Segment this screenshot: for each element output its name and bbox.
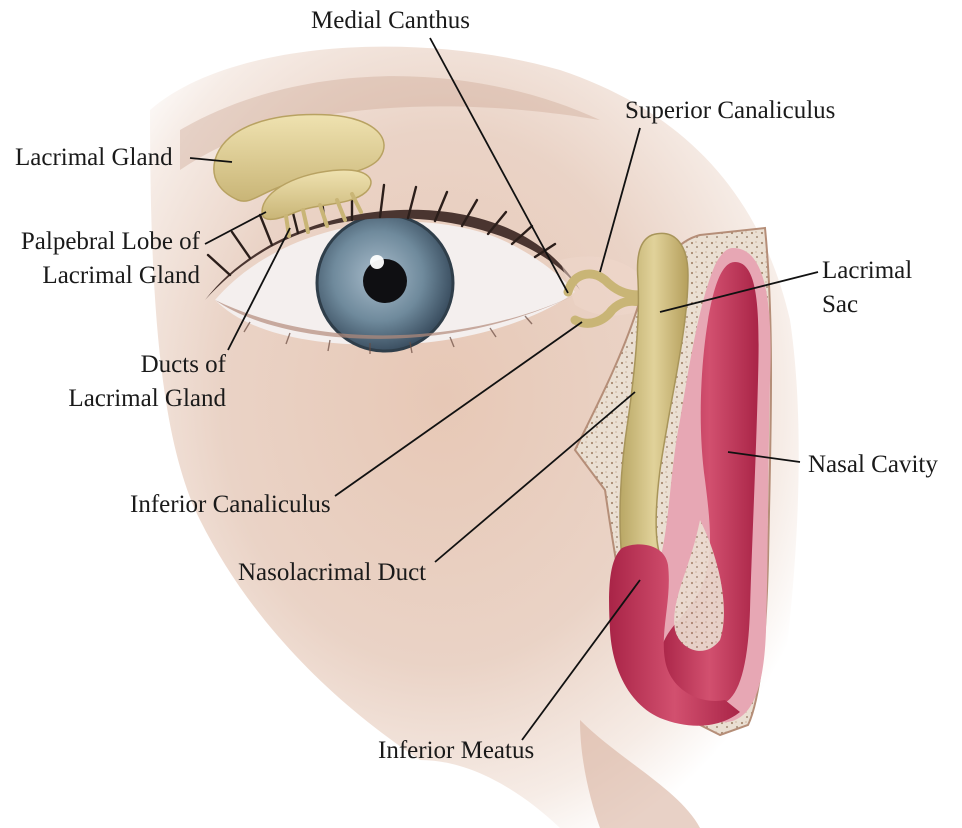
label-nasal-cavity: Nasal Cavity	[808, 451, 938, 478]
brow-shadow	[180, 76, 600, 170]
leader-lines	[189, 37, 819, 741]
label-palpebral-lobe: Palpebral Lobe of Lacrimal Gland	[0, 225, 200, 293]
inferior-meatus	[609, 544, 740, 726]
label-inferior-meatus: Inferior Meatus	[378, 737, 535, 764]
label-inferior-canaliculus: Inferior Canaliculus	[130, 491, 331, 518]
pupil	[363, 259, 407, 303]
label-ducts-line2: Lacrimal Gland	[68, 385, 226, 412]
label-palpebral-lobe-line2: Lacrimal Gland	[42, 262, 200, 289]
label-nasolacrimal-duct: Nasolacrimal Duct	[238, 559, 427, 586]
label-ducts-line1: Ducts of	[140, 351, 226, 378]
label-lacrimal-gland: Lacrimal Gland	[15, 144, 173, 171]
label-lacrimal-sac-line2: Sac	[822, 291, 859, 318]
nasal-cavity	[660, 262, 759, 706]
label-medial-canthus: Medial Canthus	[311, 7, 471, 34]
gland-ducts	[284, 192, 363, 238]
label-lacrimal-sac-line1: Lacrimal	[822, 257, 913, 284]
label-ducts: Ducts of Lacrimal Gland	[40, 348, 226, 416]
label-lacrimal-sac: Lacrimal Sac	[822, 254, 912, 322]
lacrimal-gland-orbital	[213, 113, 385, 202]
label-superior-canaliculus: Superior Canaliculus	[625, 97, 836, 124]
superior-canaliculus	[563, 269, 645, 300]
label-palpebral-lobe-line1: Palpebral Lobe of	[20, 228, 200, 255]
nose-shadow	[580, 720, 700, 828]
inferior-canaliculus	[570, 296, 645, 328]
